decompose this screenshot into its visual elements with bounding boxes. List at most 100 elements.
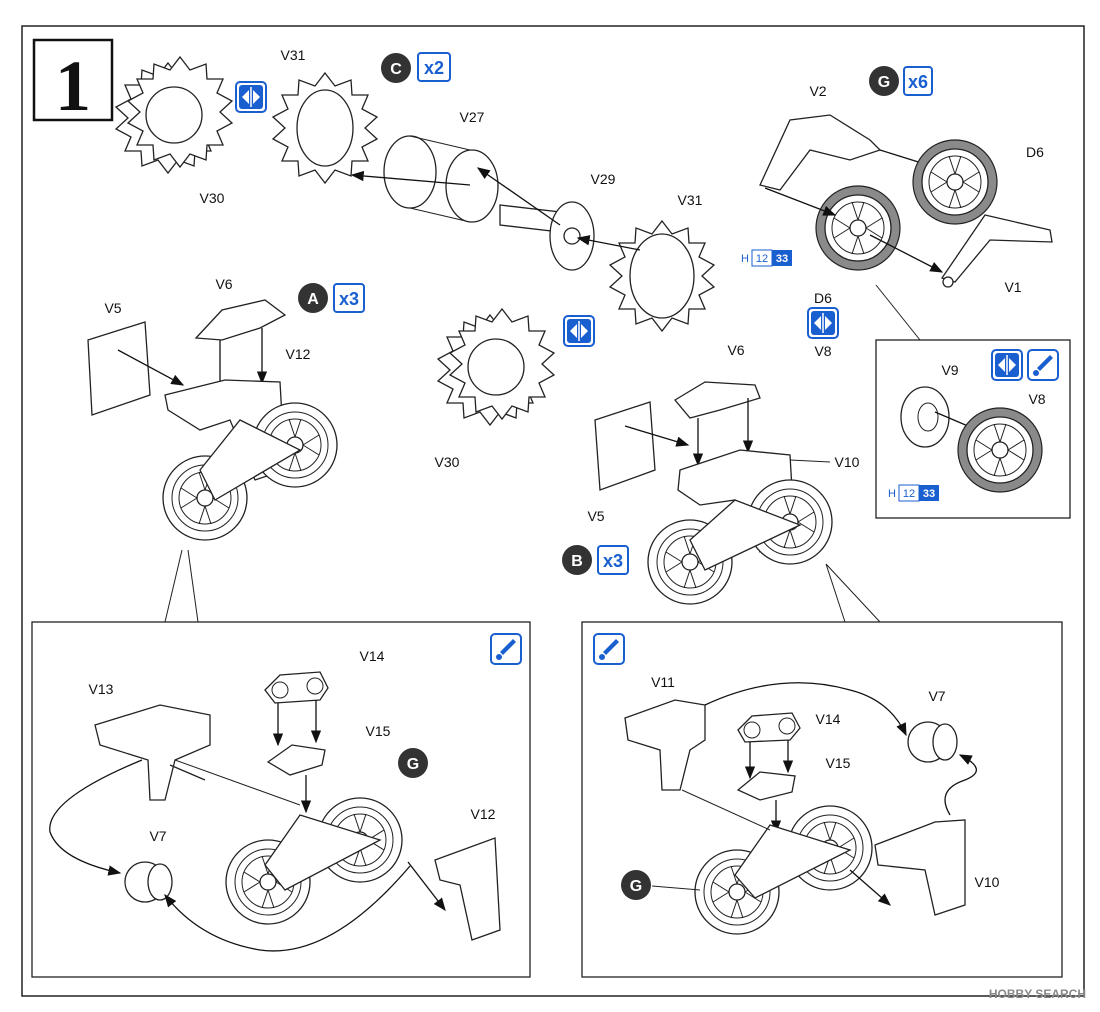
label-v12-l: V12 xyxy=(471,806,496,822)
badge-b: B x3 xyxy=(562,545,629,575)
label-v7-r: V7 xyxy=(928,688,945,704)
detail-pointer-right xyxy=(825,563,881,623)
label-v14-r: V14 xyxy=(816,711,841,727)
step-number-box xyxy=(32,38,114,122)
part-v14-r xyxy=(737,712,801,743)
step-number: 1 xyxy=(55,46,91,126)
badge-g-main: G x6 xyxy=(869,66,933,96)
part-v30-mid xyxy=(437,308,555,426)
badge-g-ref-right: G xyxy=(621,870,651,900)
label-v29: V29 xyxy=(591,171,616,187)
label-v2: V2 xyxy=(809,83,826,99)
part-v1 xyxy=(940,214,1053,288)
label-v8-inset: V8 xyxy=(1028,391,1045,407)
label-v6-b: V6 xyxy=(727,342,744,358)
svg-text:x6: x6 xyxy=(908,72,928,92)
svg-text:B: B xyxy=(571,553,583,570)
label-v9: V9 xyxy=(941,362,958,378)
label-d6-bottom: D6 xyxy=(814,290,832,306)
part-v12-l xyxy=(434,837,501,941)
svg-text:12: 12 xyxy=(903,488,915,500)
inset-pointer-top xyxy=(875,284,921,341)
paint-code-2: H 12 33 xyxy=(888,484,939,502)
part-v13 xyxy=(94,704,211,801)
assembly-g-left xyxy=(225,797,403,925)
connector-v13-v7 xyxy=(49,759,143,876)
assembly-g-right xyxy=(694,805,873,935)
label-v13: V13 xyxy=(89,681,114,697)
label-v5-b: V5 xyxy=(587,508,604,524)
part-v15-l xyxy=(266,744,326,776)
svg-text:33: 33 xyxy=(776,253,788,265)
part-v5-a xyxy=(87,321,151,416)
part-v6-b xyxy=(674,381,761,419)
svg-text:x3: x3 xyxy=(603,551,623,571)
watermark: HOBBY SEARCH xyxy=(989,987,1086,1001)
label-v27: V27 xyxy=(460,109,485,125)
svg-text:H: H xyxy=(741,253,749,265)
svg-text:33: 33 xyxy=(923,488,935,500)
connector-v10-v7 xyxy=(944,754,977,816)
label-v12-a: V12 xyxy=(286,346,311,362)
badge-a: A x3 xyxy=(298,283,365,313)
label-d6-top: D6 xyxy=(1026,144,1044,160)
mirror-symmetric-icon xyxy=(563,315,595,347)
part-v14-l xyxy=(264,671,329,704)
part-v15-r xyxy=(736,771,796,801)
part-v8-inset xyxy=(957,407,1043,493)
svg-text:C: C xyxy=(390,61,402,78)
connector-g-v7 xyxy=(164,865,411,952)
label-v10-r: V10 xyxy=(975,874,1000,890)
svg-text:G: G xyxy=(878,74,890,91)
label-v1: V1 xyxy=(1004,279,1021,295)
part-v10-r xyxy=(874,819,966,916)
svg-text:12: 12 xyxy=(756,253,768,265)
label-v7-l: V7 xyxy=(149,828,166,844)
part-d6-top xyxy=(912,139,998,225)
glue-icon xyxy=(1027,349,1059,381)
paint-code-1: H 12 33 xyxy=(741,249,792,267)
label-v15-l: V15 xyxy=(366,723,391,739)
label-v11: V11 xyxy=(651,674,675,690)
label-v10-b: V10 xyxy=(835,454,860,470)
assembly-a xyxy=(162,379,338,541)
svg-text:x2: x2 xyxy=(424,58,444,78)
part-v7-l xyxy=(124,861,173,903)
svg-text:A: A xyxy=(307,291,319,308)
part-v30-top xyxy=(115,56,233,174)
mirror-symmetric-icon xyxy=(991,349,1023,381)
label-v8-left: V8 xyxy=(814,343,831,359)
label-v30-top: V30 xyxy=(200,190,225,206)
part-v9 xyxy=(900,386,950,448)
svg-text:G: G xyxy=(630,878,642,895)
badge-c: C x2 xyxy=(381,52,451,83)
mirror-symmetric-icon xyxy=(807,307,839,339)
badge-g-ref-left: G xyxy=(398,748,428,778)
svg-text:G: G xyxy=(407,756,419,773)
label-v15-r: V15 xyxy=(826,755,851,771)
part-v29 xyxy=(499,201,595,271)
page-frame xyxy=(21,25,1085,997)
part-v7-r xyxy=(907,721,958,763)
part-d6-bottom xyxy=(815,185,901,271)
connector-v11-v7 xyxy=(704,682,907,737)
detail-panel-right xyxy=(581,621,1063,978)
svg-text:H: H xyxy=(888,488,896,500)
svg-text:x3: x3 xyxy=(339,289,359,309)
part-v11 xyxy=(624,699,706,791)
part-v6-a xyxy=(194,299,287,341)
part-v5-b xyxy=(594,401,656,491)
label-v31-top: V31 xyxy=(281,47,306,63)
label-v5-a: V5 xyxy=(104,300,121,316)
assembly-b xyxy=(647,449,833,605)
label-v6-a: V6 xyxy=(215,276,232,292)
glue-icon xyxy=(593,633,625,665)
label-v31-right: V31 xyxy=(678,192,703,208)
glue-icon xyxy=(490,633,522,665)
label-v30-mid: V30 xyxy=(435,454,460,470)
mirror-symmetric-icon xyxy=(235,81,267,113)
part-v31-top xyxy=(272,72,378,184)
detail-pointer-left xyxy=(164,549,199,623)
part-v31-right xyxy=(609,220,715,332)
